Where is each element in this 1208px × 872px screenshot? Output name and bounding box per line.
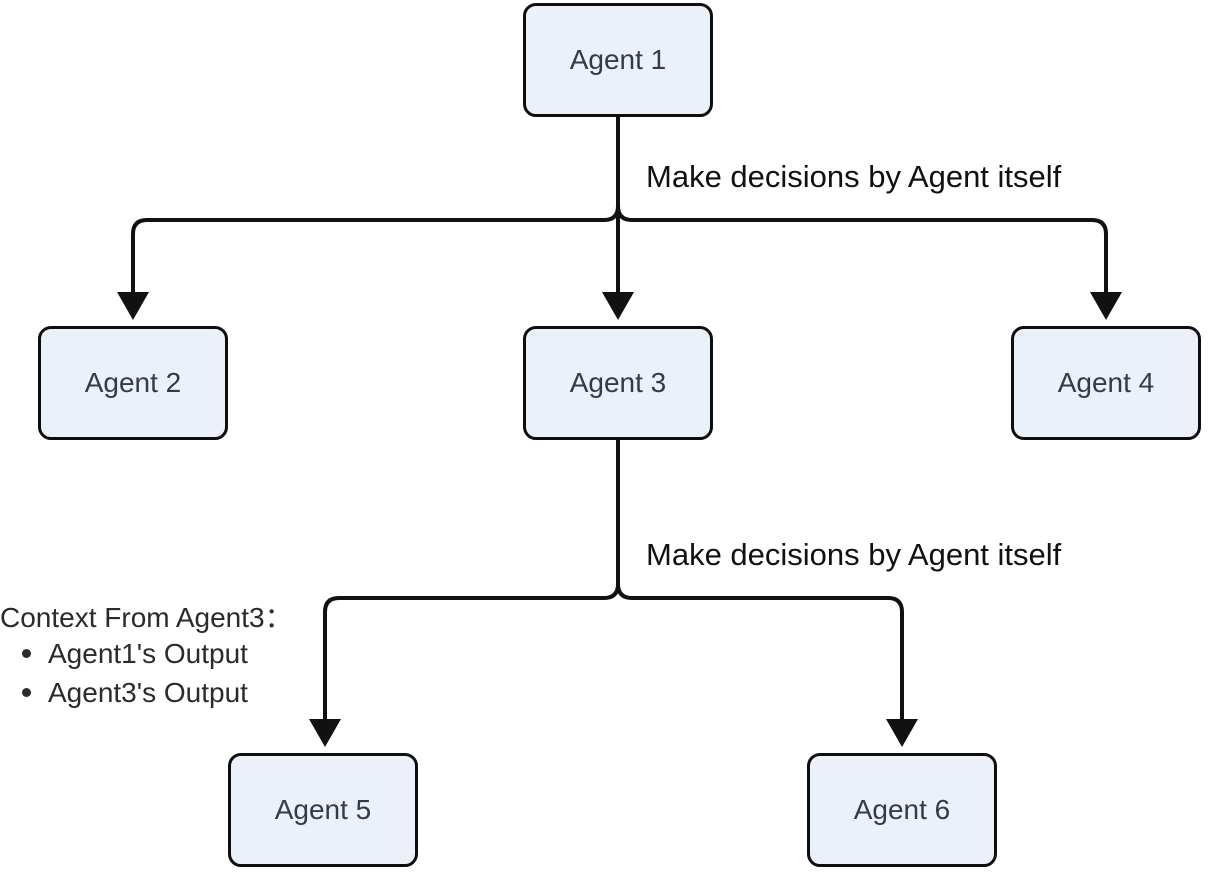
arrowhead-agent4 — [1090, 292, 1122, 320]
node-agent2: Agent 2 — [38, 326, 228, 440]
node-agent4: Agent 4 — [1011, 326, 1201, 440]
arrowhead-agent6 — [886, 719, 918, 747]
edge-agent3-agent6 — [616, 440, 904, 721]
context-annotation: Context From Agent3： Agent1's Output Age… — [0, 601, 293, 712]
bullet-icon — [22, 688, 31, 697]
node-agent2-label: Agent 2 — [84, 367, 182, 398]
context-heading: Context From Agent3： — [0, 602, 293, 633]
edge-agent1-agent2 — [131, 117, 620, 294]
edge-label-top: Make decisions by Agent itself — [646, 159, 1062, 194]
context-item-label: Agent3's Output — [48, 676, 248, 708]
node-agent3: Agent 3 — [523, 326, 713, 440]
edge-agent3-agent5 — [323, 440, 620, 721]
node-agent6-label: Agent 6 — [853, 794, 951, 825]
node-agent5: Agent 5 — [228, 753, 418, 867]
node-agent3-label: Agent 3 — [569, 367, 667, 398]
context-item-label: Agent1's Output — [48, 637, 248, 669]
node-agent5-label: Agent 5 — [274, 794, 372, 825]
node-agent4-label: Agent 4 — [1057, 367, 1155, 398]
node-agent1-label: Agent 1 — [569, 44, 667, 75]
edge-label-bottom: Make decisions by Agent itself — [646, 537, 1062, 572]
context-item: Agent1's Output — [0, 634, 293, 673]
arrowhead-agent3 — [602, 292, 634, 320]
edge-agent1-agent4 — [616, 117, 1108, 294]
node-agent1: Agent 1 — [523, 3, 713, 117]
arrowhead-agent2 — [117, 292, 149, 320]
node-agent6: Agent 6 — [807, 753, 997, 867]
context-item: Agent3's Output — [0, 673, 293, 712]
arrowhead-agent5 — [309, 719, 341, 747]
bullet-icon — [22, 649, 31, 658]
